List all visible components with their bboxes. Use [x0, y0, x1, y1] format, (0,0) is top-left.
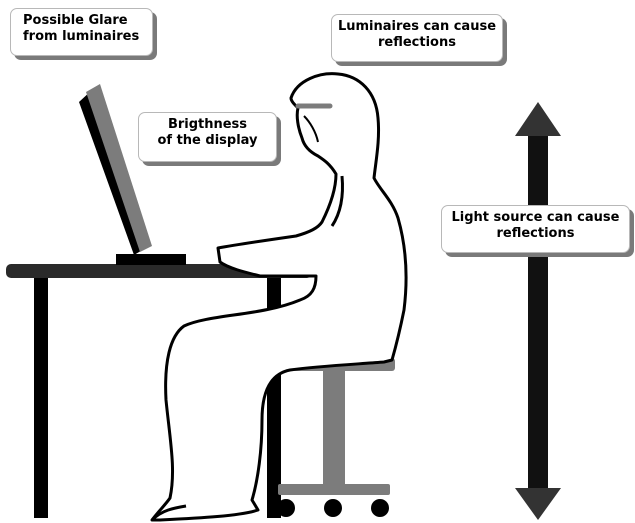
callout-glare: Possible Glare from luminaires — [10, 8, 153, 56]
monitor-icon — [79, 84, 186, 265]
person-foot — [150, 504, 187, 522]
chair-wheel-middle — [324, 499, 342, 517]
person-arm — [330, 175, 344, 227]
double-headed-vertical-arrow-icon — [515, 102, 561, 520]
callout-luminaires-line1: Luminaires can cause — [337, 19, 497, 34]
person-icon — [150, 72, 408, 522]
callout-brightness-line2: of the display — [157, 133, 258, 148]
monitor-base — [116, 254, 186, 265]
monitor-screen — [86, 84, 152, 252]
chair-base — [278, 484, 390, 495]
callout-glare-line2: from luminaires — [23, 29, 140, 44]
arrow-head-up — [515, 102, 561, 136]
chair-icon — [275, 358, 395, 517]
chair-wheel-left — [277, 499, 295, 517]
arrow-shaft — [528, 136, 548, 489]
callout-light-source: Light source can cause reflections — [441, 205, 630, 253]
person-face — [303, 115, 319, 143]
callout-luminaires-line2: reflections — [378, 35, 456, 50]
callout-light-source-line2: reflections — [496, 226, 575, 241]
callout-glare-line1: Possible Glare — [23, 13, 128, 28]
callout-brightness-line1: Brigthness — [167, 117, 248, 132]
desk-leg-left — [34, 278, 48, 518]
chair-stem — [323, 371, 345, 485]
callout-light-source-line1: Light source can cause — [451, 210, 620, 225]
callout-brightness: Brigthness of the display — [138, 112, 277, 162]
chair-wheel-right — [371, 499, 389, 517]
arrow-head-down — [515, 488, 561, 520]
callout-luminaires: Luminaires can cause reflections — [331, 14, 503, 62]
